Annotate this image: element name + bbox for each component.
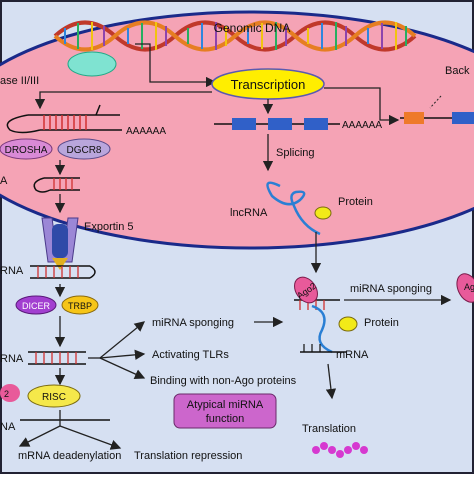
polymerase-blob bbox=[67, 51, 117, 77]
splicing-label: Splicing bbox=[276, 147, 315, 159]
protein-blob-cyto bbox=[338, 316, 358, 332]
drosha-label: DROSHA bbox=[5, 145, 48, 156]
arrow-to-deadenylation bbox=[18, 425, 61, 447]
mature-mirna-label: RNA bbox=[0, 353, 24, 365]
back-label: Back bbox=[445, 65, 470, 77]
genomic-dna-label: Genomic DNA bbox=[214, 21, 291, 35]
exportin-label: Exportin 5 bbox=[84, 221, 134, 233]
cytoplasmic-pre-mirna bbox=[30, 265, 96, 279]
mature-mirna-duplex bbox=[28, 351, 86, 365]
dna-helix bbox=[53, 20, 417, 52]
trbp-oval bbox=[61, 295, 99, 315]
drosha-oval bbox=[0, 138, 53, 160]
exportin-5-channel bbox=[41, 217, 79, 270]
arrow-transcription-to-primirna bbox=[34, 91, 212, 110]
risc-label: RISC bbox=[42, 392, 66, 403]
ago2-left-label: 2 bbox=[4, 389, 9, 399]
atypical-function-box bbox=[173, 393, 277, 429]
binding-non-ago-label: Binding with non-Ago proteins bbox=[150, 375, 297, 387]
polymerase-label: ase II/III bbox=[0, 75, 39, 87]
dicer-label: DICER bbox=[22, 301, 51, 311]
polya-tail-exons: AAAAAA bbox=[342, 120, 382, 131]
exon-transcript bbox=[214, 118, 340, 130]
mirna-sponging-label-2: miRNA sponging bbox=[350, 283, 432, 295]
dicer-oval bbox=[15, 295, 57, 315]
atypical-line-2: function bbox=[206, 413, 245, 425]
transcription-label: Transcription bbox=[231, 77, 306, 92]
arrow-to-tlrs bbox=[99, 349, 146, 361]
arrow-to-non-ago bbox=[99, 357, 146, 379]
dgcr8-oval bbox=[57, 138, 111, 160]
pre-mirna-hairpin bbox=[33, 177, 80, 193]
mrna-deadenylation-label: mRNA deadenylation bbox=[18, 450, 121, 462]
arrow-transcription-to-circrna bbox=[324, 87, 400, 126]
trbp-label: TRBP bbox=[68, 301, 92, 311]
arrow-to-translation bbox=[325, 363, 337, 400]
mrna-label: mRNA bbox=[336, 349, 369, 361]
target-label-cut: NA bbox=[0, 421, 16, 433]
protein-nucleus-label: Protein bbox=[338, 196, 373, 208]
peptide-chain bbox=[312, 442, 368, 458]
ago2-left-blob bbox=[0, 384, 20, 402]
mirna-duplex-label: RNA bbox=[0, 265, 24, 277]
activating-tlrs-label: Activating TLRs bbox=[152, 349, 229, 361]
atypical-line-1: Atypical miRNA bbox=[187, 399, 264, 411]
pri-mirna-hairpin bbox=[6, 104, 122, 134]
mirna-sponging-label-1: miRNA sponging bbox=[152, 317, 234, 329]
arrow-dna-to-transcription bbox=[135, 43, 217, 88]
translation-repression-label: Translation repression bbox=[134, 450, 242, 462]
lncrna-strand bbox=[266, 181, 321, 236]
risc-oval bbox=[27, 384, 81, 408]
ago2-oval bbox=[294, 276, 318, 304]
arrow-to-sponging bbox=[99, 321, 146, 359]
protein-blob-nucleus bbox=[314, 206, 332, 220]
back-dotted-line bbox=[429, 95, 442, 109]
lncrna-label: lncRNA bbox=[230, 207, 268, 219]
arrow-to-translation-repression bbox=[59, 425, 122, 450]
polya-tail-primirna: AAAAAA bbox=[126, 126, 166, 137]
ago-right-label: Ag bbox=[464, 282, 474, 292]
translation-label: Translation bbox=[302, 423, 356, 435]
protein-cyto-label: Protein bbox=[364, 317, 399, 329]
pre-mirna-label: A bbox=[0, 175, 8, 187]
dgcr8-label: DGCR8 bbox=[66, 145, 101, 156]
back-splice-transcript bbox=[400, 112, 474, 124]
